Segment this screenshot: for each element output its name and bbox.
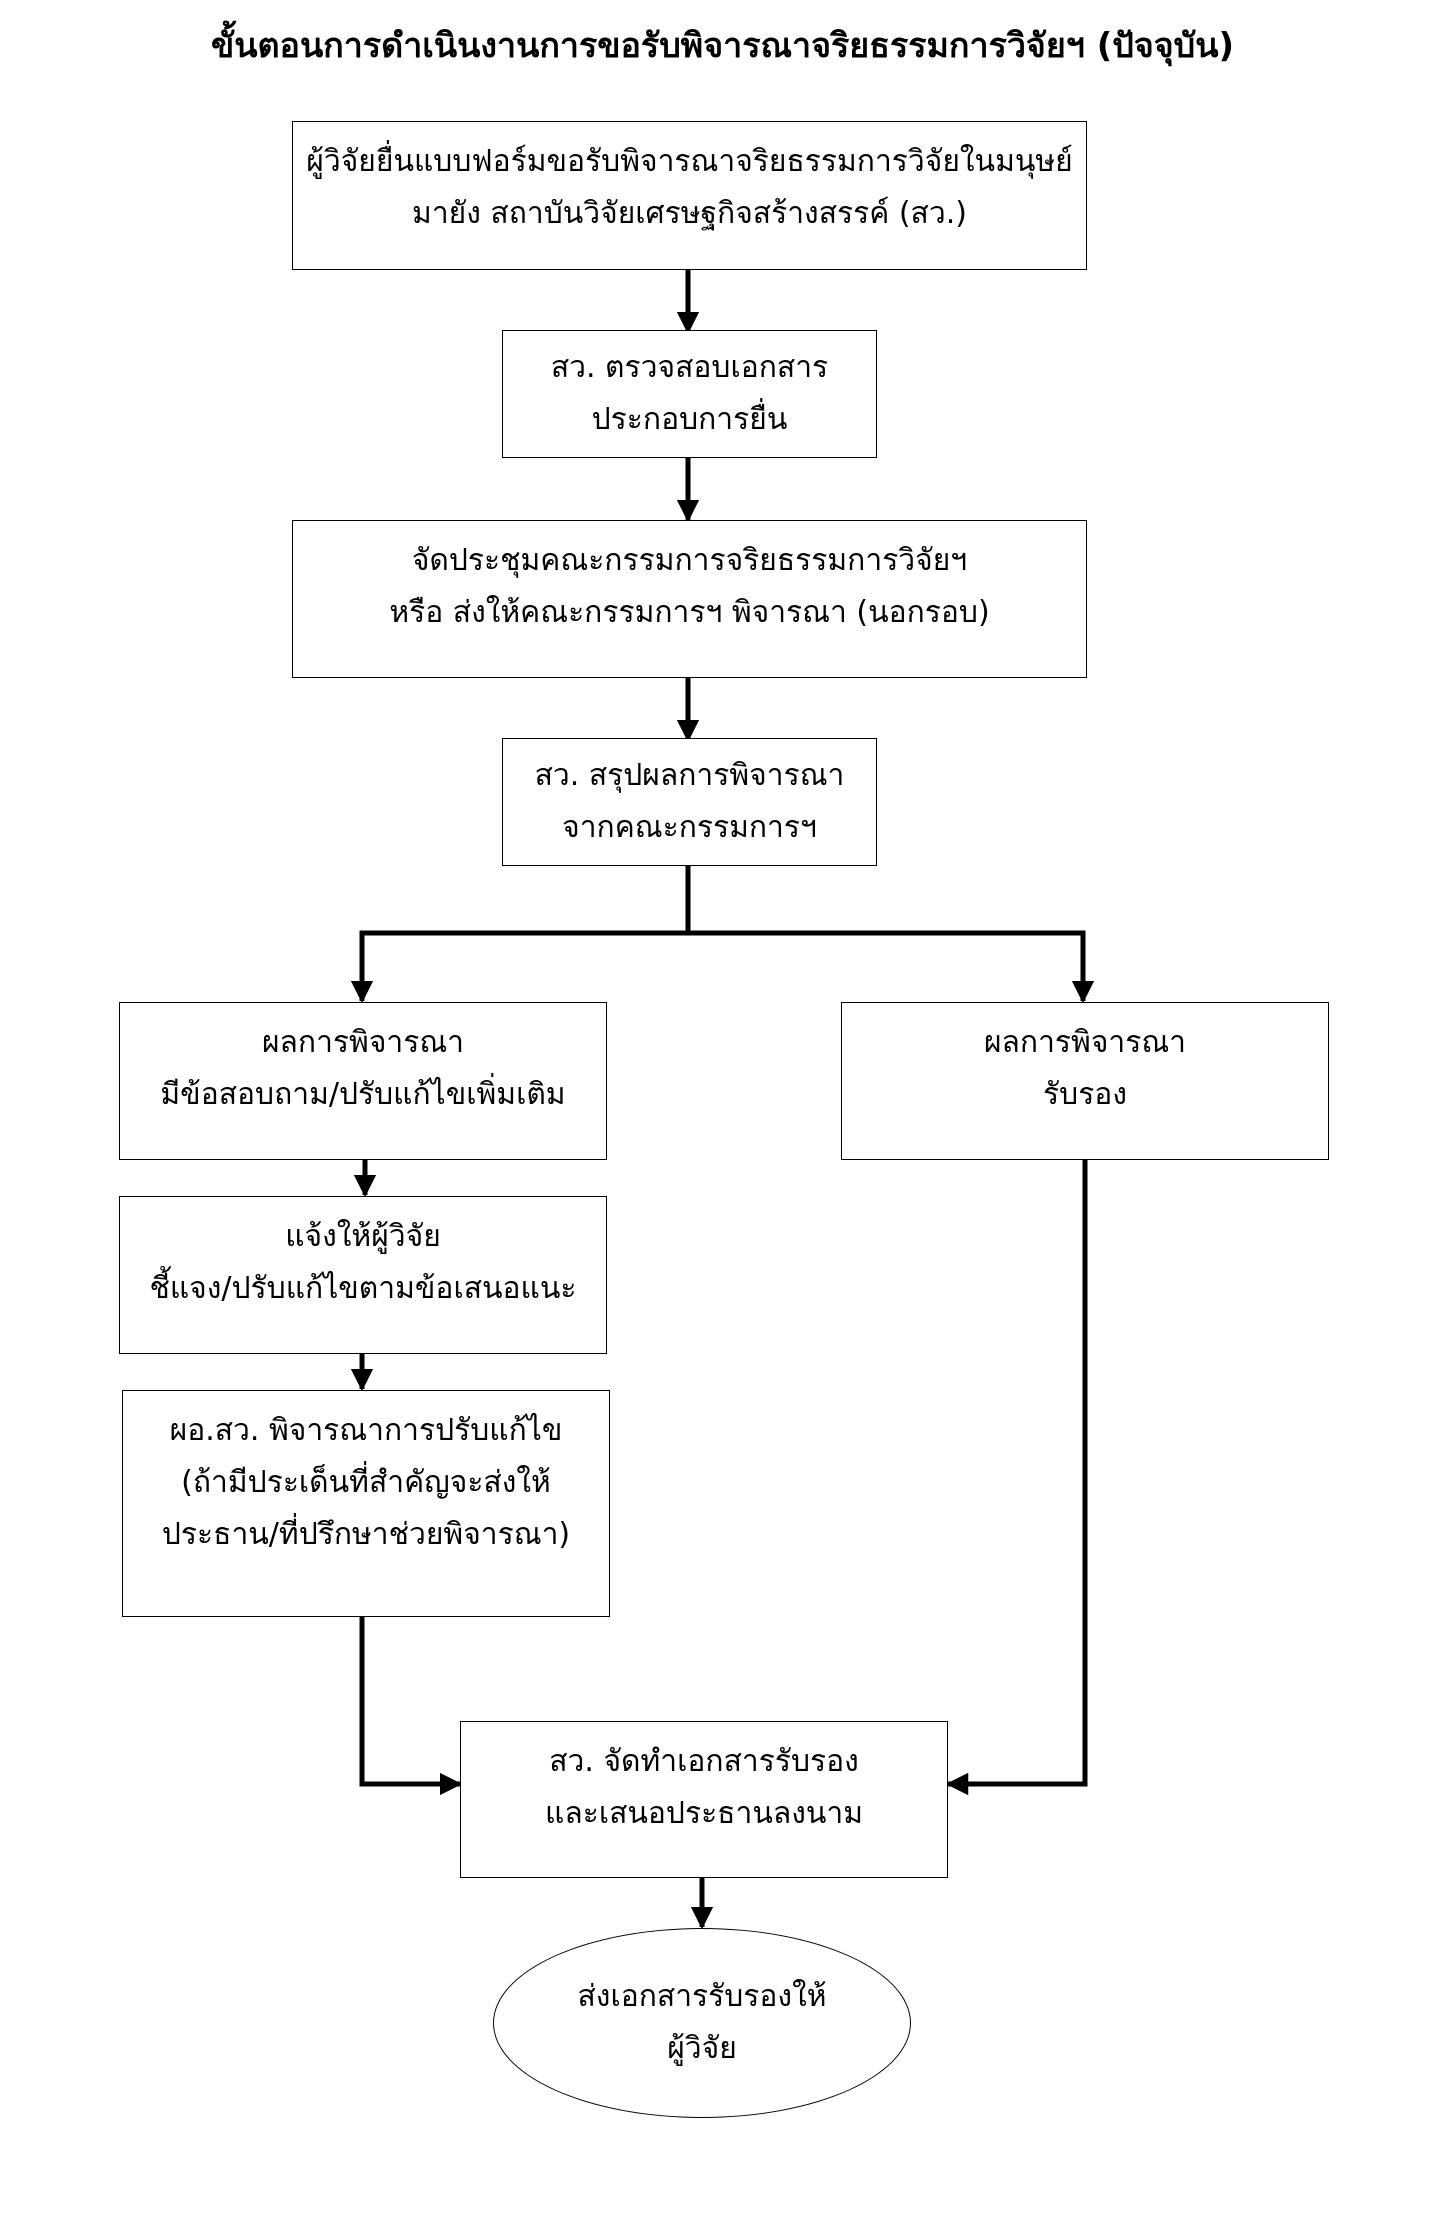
step-notify-researcher: แจ้งให้ผู้วิจัย ชี้แจง/ปรับแก้ไขตามข้อเส… xyxy=(119,1196,607,1354)
step-summarize-results: สว. สรุปผลการพิจารณา จากคณะกรรมการฯ xyxy=(502,738,877,866)
step-summarize-results-line-2: จากคณะกรรมการฯ xyxy=(562,810,817,845)
step-result-revise-line-1: ผลการพิจารณา xyxy=(261,1025,465,1060)
step-check-documents: สว. ตรวจสอบเอกสาร ประกอบการยื่น xyxy=(502,330,877,458)
step-notify-researcher-line-1: แจ้งให้ผู้วิจัย xyxy=(285,1219,441,1254)
step-result-approved-line-1: ผลการพิจารณา xyxy=(983,1025,1187,1060)
step-check-documents-line-2: ประกอบการยื่น xyxy=(591,402,788,437)
step-committee-meeting-line-2: หรือ ส่งให้คณะกรรมการฯ พิจารณา (นอกรอบ) xyxy=(389,595,990,630)
step-prepare-certificate-line-2: และเสนอประธานลงนาม xyxy=(544,1796,864,1831)
step-director-review: ผอ.สว. พิจารณาการปรับแก้ไข (ถ้ามีประเด็น… xyxy=(122,1390,610,1617)
arrow-approved-to-prepare xyxy=(945,1160,1088,1796)
step-send-certificate: ส่งเอกสารรับรองให้ ผู้วิจัย xyxy=(493,1928,911,2118)
step-result-revise: ผลการพิจารณา มีข้อสอบถาม/ปรับแก้ไขเพิ่มเ… xyxy=(119,1002,607,1160)
step-prepare-certificate-line-1: สว. จัดทำเอกสารรับรอง xyxy=(549,1744,859,1779)
step-result-approved: ผลการพิจารณา รับรอง xyxy=(841,1002,1329,1160)
step-notify-researcher-line-2: ชี้แจง/ปรับแก้ไขตามข้อเสนอแนะ xyxy=(149,1271,577,1306)
page-title: ขั้นตอนการดำเนินงานการขอรับพิจารณาจริยธร… xyxy=(210,26,1235,66)
arrow-director-to-prepare xyxy=(359,1617,463,1796)
step-check-documents-line-1: สว. ตรวจสอบเอกสาร xyxy=(550,350,829,385)
step-prepare-certificate: สว. จัดทำเอกสารรับรอง และเสนอประธานลงนาม xyxy=(460,1721,948,1878)
step-director-review-line-2: (ถ้ามีประเด็นที่สำคัญจะส่งให้ xyxy=(181,1465,551,1500)
step-committee-meeting: จัดประชุมคณะกรรมการจริยธรรมการวิจัยฯ หรื… xyxy=(292,520,1087,678)
step-director-review-line-3: ประธาน/ที่ปรึกษาช่วยพิจารณา) xyxy=(161,1517,571,1552)
step-director-review-line-1: ผอ.สว. พิจารณาการปรับแก้ไข xyxy=(169,1413,563,1448)
step-submit-form: ผู้วิจัยยื่นแบบฟอร์มขอรับพิจารณาจริยธรรม… xyxy=(292,121,1087,270)
step-submit-form-line-1: ผู้วิจัยยื่นแบบฟอร์มขอรับพิจารณาจริยธรรม… xyxy=(306,144,1073,179)
arrow-summary-to-approved xyxy=(688,930,1095,1004)
step-committee-meeting-line-1: จัดประชุมคณะกรรมการจริยธรรมการวิจัยฯ xyxy=(411,543,968,578)
step-result-revise-line-2: มีข้อสอบถาม/ปรับแก้ไขเพิ่มเติม xyxy=(160,1077,566,1112)
step-send-certificate-line-2: ผู้วิจัย xyxy=(667,2031,737,2066)
arrow-summary-to-revise xyxy=(350,930,688,1004)
step-submit-form-line-2: มายัง สถาบันวิจัยเศรษฐกิจสร้างสรรค์ (สว.… xyxy=(412,196,967,231)
step-summarize-results-line-1: สว. สรุปผลการพิจารณา xyxy=(534,758,845,793)
step-result-approved-line-2: รับรอง xyxy=(1043,1077,1127,1112)
step-send-certificate-line-1: ส่งเอกสารรับรองให้ xyxy=(577,1979,827,2014)
